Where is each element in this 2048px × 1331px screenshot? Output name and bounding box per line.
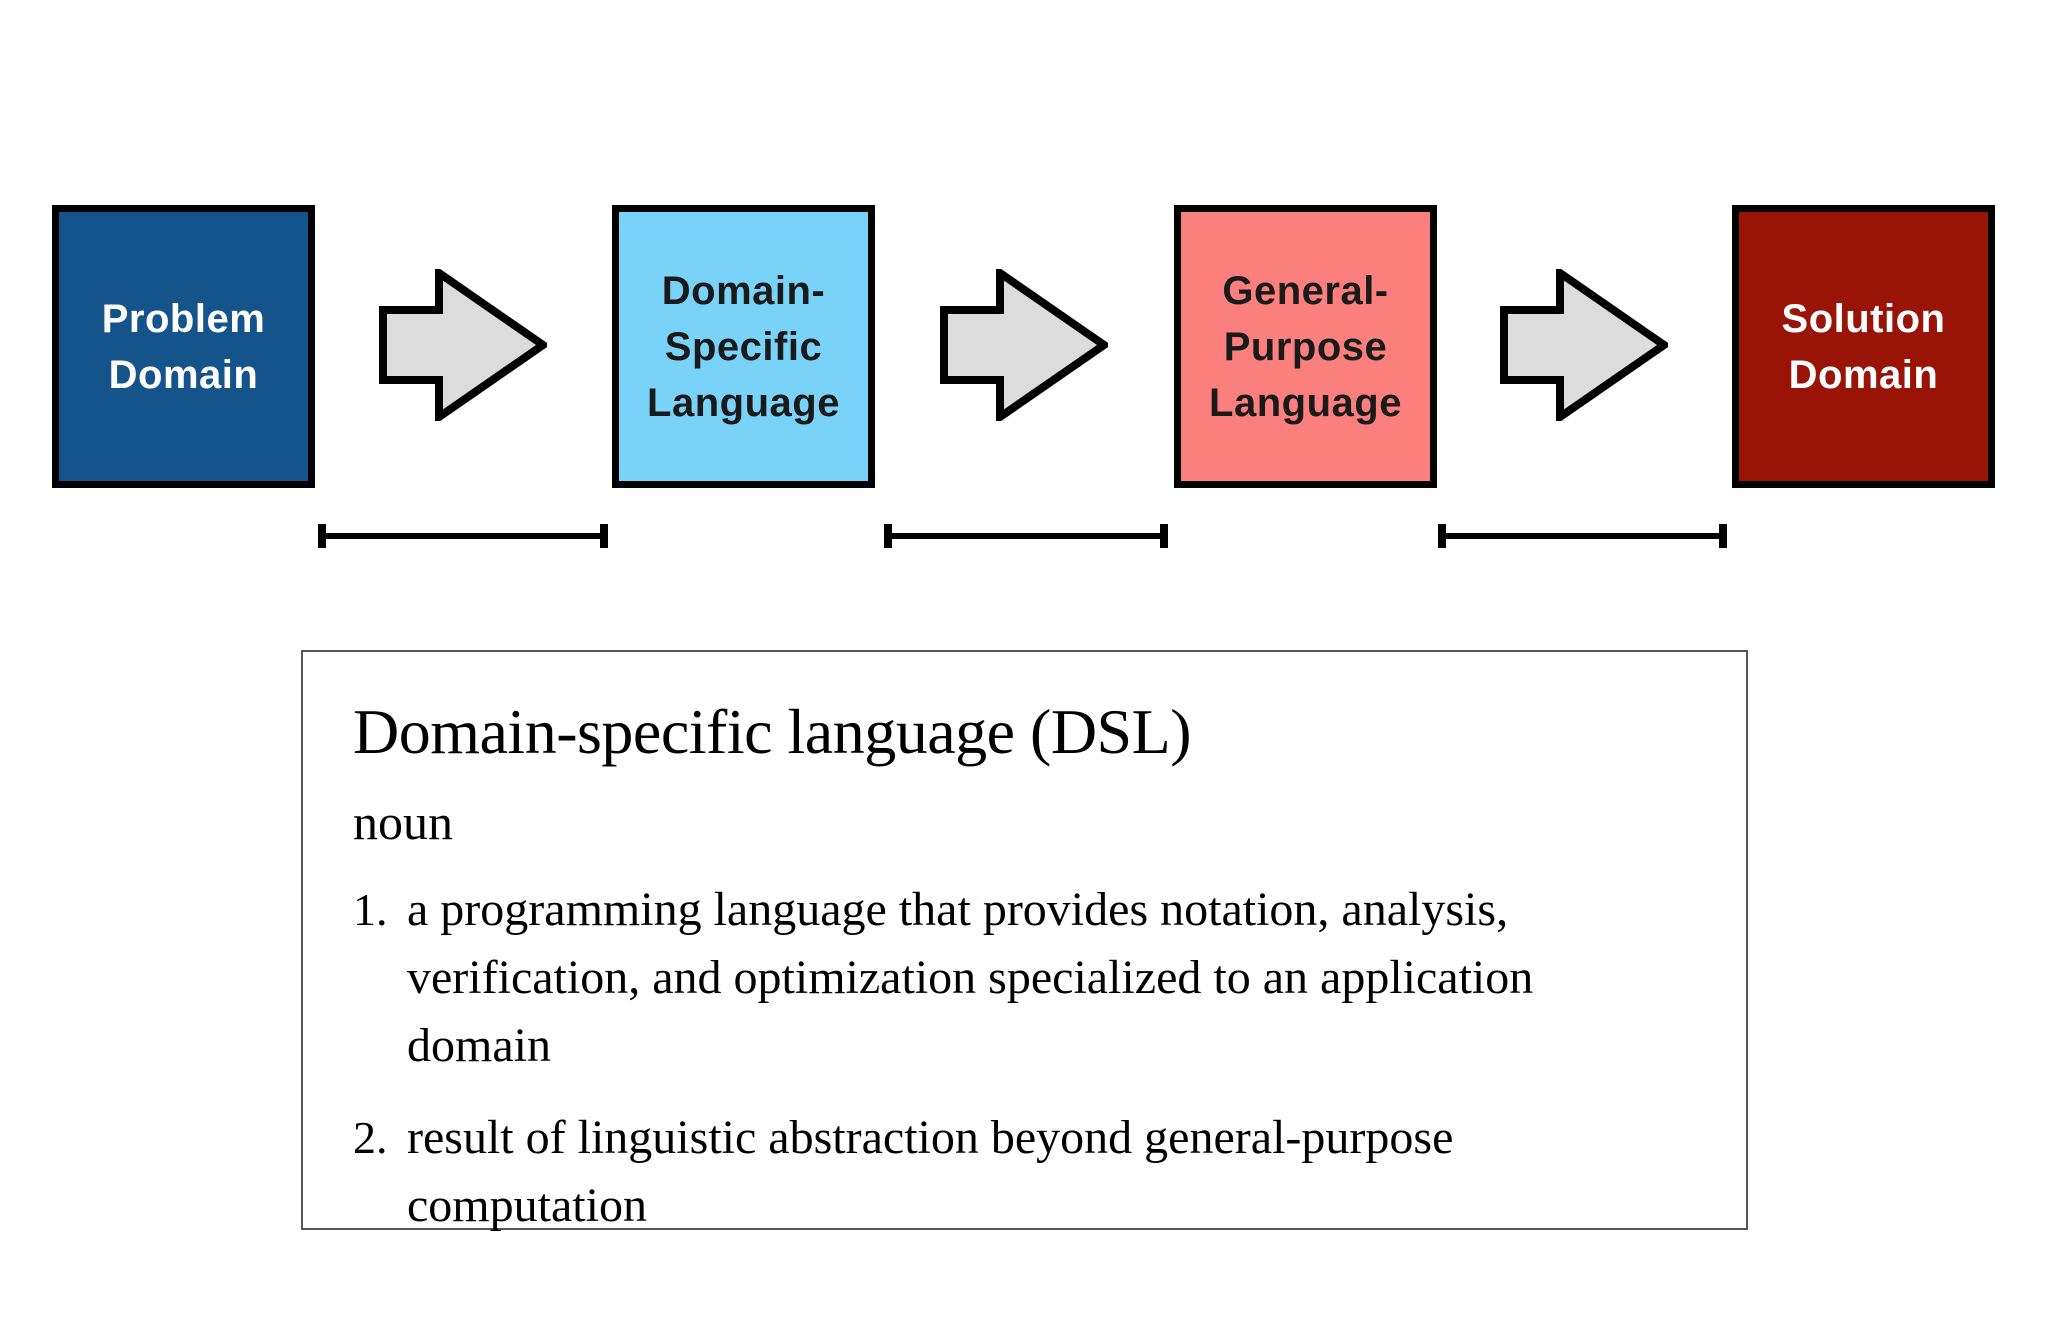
part-of-speech: noun xyxy=(353,794,453,850)
problem-domain-label: Problem Domain xyxy=(101,296,266,397)
right-arrow-icon xyxy=(379,269,547,421)
definition-term: Domain-specific language (DSL) xyxy=(353,696,1192,767)
span-bracket-dsl-to-gpl xyxy=(884,524,1168,548)
dsl-definition-card: Domain-specific language (DSL) noun 1. a… xyxy=(301,650,1748,1232)
solution-domain-box: Solution Domain xyxy=(1732,205,1995,488)
domain-specific-language-box: Domain- Specific Language xyxy=(612,205,875,488)
solution-domain-label: Solution Domain xyxy=(1781,296,1946,397)
sense-list: 1. a programming language that provides … xyxy=(353,876,1686,1240)
sense-item-1: 1. a programming language that provides … xyxy=(353,876,1686,1080)
sense-item-2: 2. result of linguistic abstraction beyo… xyxy=(353,1104,1686,1240)
domain-specific-language-label: Domain- Specific Language xyxy=(647,268,840,425)
general-purpose-language-box: General- Purpose Language xyxy=(1174,205,1437,488)
right-arrow-icon xyxy=(1500,269,1668,421)
problem-domain-box: Problem Domain xyxy=(52,205,315,488)
sense-text-2: result of linguistic abstraction beyond … xyxy=(407,1111,1454,1232)
sense-number-1: 1. xyxy=(353,884,388,935)
sense-number-2: 2. xyxy=(353,1112,388,1163)
span-bracket-gpl-to-solution xyxy=(1438,524,1727,548)
span-bracket-problem-to-dsl xyxy=(318,524,608,548)
sense-text-1: a programming language that provides not… xyxy=(407,883,1534,1072)
right-arrow-icon xyxy=(940,269,1108,421)
general-purpose-language-label: General- Purpose Language xyxy=(1209,268,1402,425)
